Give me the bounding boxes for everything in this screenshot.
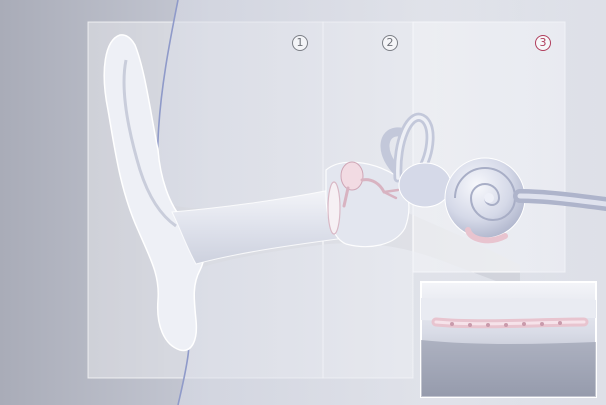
section-1-badge: 1 xyxy=(292,35,308,51)
vestibule xyxy=(399,163,451,207)
section-3-badge: 3 xyxy=(535,35,551,51)
auditory-nerve xyxy=(520,196,606,204)
cochlea xyxy=(445,158,525,238)
section-2-badge: 2 xyxy=(382,35,398,51)
eardrum xyxy=(328,182,340,234)
inset-magnified-view xyxy=(421,282,596,397)
